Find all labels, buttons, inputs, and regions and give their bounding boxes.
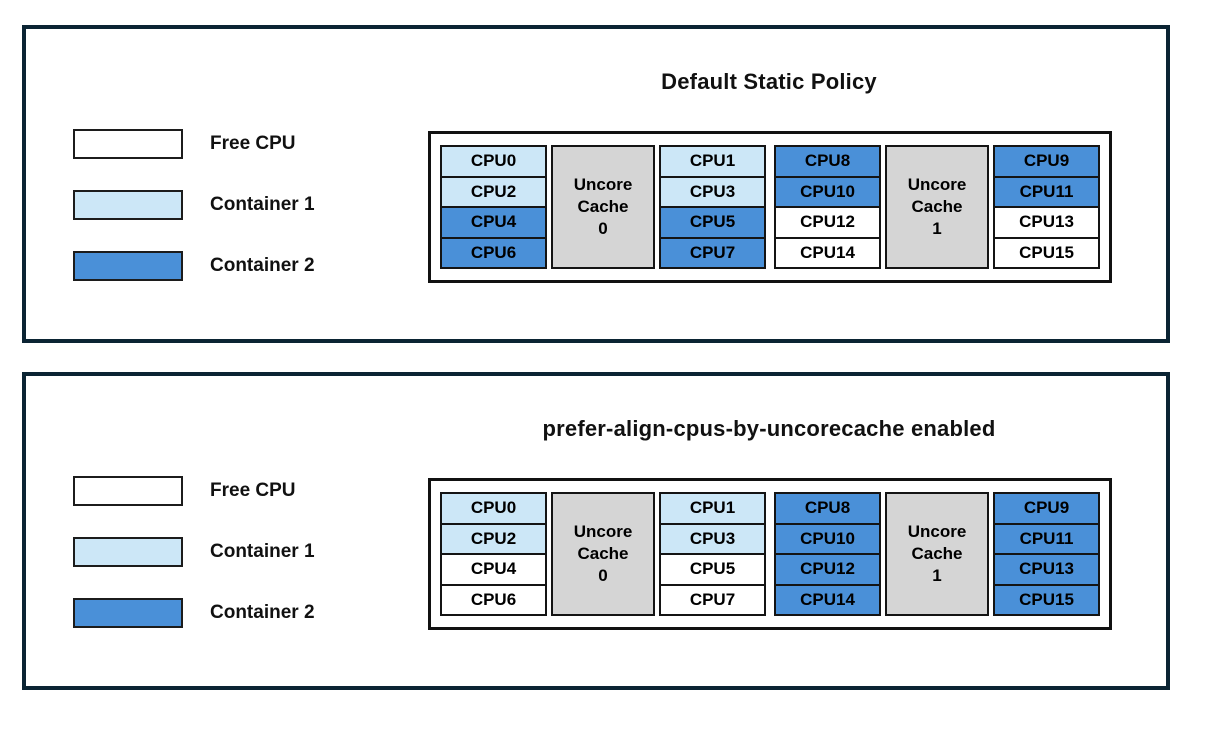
legend-swatch-free-cpu (73, 476, 183, 506)
cpu-cell: CPU4 (440, 206, 547, 239)
cpu-cell: CPU14 (774, 583, 881, 616)
cpu-cell: CPU15 (993, 583, 1100, 616)
cpu-cell: CPU7 (659, 236, 766, 269)
cpu-diagram: CPU0 CPU2 CPU4 CPU6 Uncore Cache 0 CPU1 … (428, 131, 1112, 283)
legend-swatch-container-1 (73, 190, 183, 220)
cpu-cell: CPU0 (440, 492, 547, 525)
cpu-cell: CPU10 (774, 175, 881, 208)
cpu-column-right: CPU1 CPU3 CPU5 CPU7 (659, 492, 766, 616)
cpu-cell: CPU3 (659, 522, 766, 555)
cpu-cell: CPU1 (659, 145, 766, 178)
uncore-cache-group-0: CPU0 CPU2 CPU4 CPU6 Uncore Cache 0 CPU1 … (440, 145, 766, 269)
cpu-cell: CPU11 (993, 175, 1100, 208)
policy-panel-default-static: Default Static Policy Free CPU Container… (22, 25, 1170, 343)
legend-swatch-free-cpu (73, 129, 183, 159)
uncore-cache-0-box: Uncore Cache 0 (551, 145, 655, 269)
legend-item: Container 1 (73, 190, 315, 220)
cpu-diagram: CPU0 CPU2 CPU4 CPU6 Uncore Cache 0 CPU1 … (428, 478, 1112, 630)
cpu-column-right: CPU9 CPU11 CPU13 CPU15 (993, 492, 1100, 616)
legend-label: Free CPU (210, 480, 296, 501)
policy-panel-prefer-align-uncorecache: prefer-align-cpus-by-uncorecache enabled… (22, 372, 1170, 690)
cpu-column-right: CPU9 CPU11 CPU13 CPU15 (993, 145, 1100, 269)
cpu-cell: CPU8 (774, 492, 881, 525)
cpu-cell: CPU5 (659, 206, 766, 239)
cpu-cell: CPU6 (440, 583, 547, 616)
legend-swatch-container-2 (73, 251, 183, 281)
cpu-cell: CPU5 (659, 553, 766, 586)
uncore-cache-group-0: CPU0 CPU2 CPU4 CPU6 Uncore Cache 0 CPU1 … (440, 492, 766, 616)
uncore-cache-0-box: Uncore Cache 0 (551, 492, 655, 616)
legend-label: Free CPU (210, 133, 296, 154)
legend-item: Container 1 (73, 537, 315, 567)
legend-label: Container 2 (210, 255, 315, 276)
cpu-cell: CPU3 (659, 175, 766, 208)
legend-item: Container 2 (73, 251, 315, 281)
cpu-cell: CPU12 (774, 553, 881, 586)
cpu-cell: CPU13 (993, 206, 1100, 239)
legend-item: Container 2 (73, 598, 315, 628)
cpu-cell: CPU2 (440, 522, 547, 555)
cpu-cell: CPU8 (774, 145, 881, 178)
cpu-cell: CPU1 (659, 492, 766, 525)
cpu-column-left: CPU8 CPU10 CPU12 CPU14 (774, 145, 881, 269)
panel-title: Default Static Policy (661, 69, 877, 94)
legend-swatch-container-1 (73, 537, 183, 567)
legend-label: Container 1 (210, 541, 315, 562)
cpu-column-left: CPU0 CPU2 CPU4 CPU6 (440, 145, 547, 269)
cpu-column-left: CPU0 CPU2 CPU4 CPU6 (440, 492, 547, 616)
legend-label: Container 1 (210, 194, 315, 215)
legend-item: Free CPU (73, 129, 315, 159)
legend: Free CPU Container 1 Container 2 (73, 476, 315, 659)
cpu-cell: CPU11 (993, 522, 1100, 555)
cpu-cell: CPU10 (774, 522, 881, 555)
cpu-cell: CPU14 (774, 236, 881, 269)
uncore-cache-group-1: CPU8 CPU10 CPU12 CPU14 Uncore Cache 1 CP… (774, 492, 1100, 616)
cpu-cell: CPU4 (440, 553, 547, 586)
legend-swatch-container-2 (73, 598, 183, 628)
panel-title: prefer-align-cpus-by-uncorecache enabled (542, 416, 996, 441)
legend-label: Container 2 (210, 602, 315, 623)
cpu-cell: CPU13 (993, 553, 1100, 586)
legend-item: Free CPU (73, 476, 315, 506)
uncore-cache-1-box: Uncore Cache 1 (885, 492, 989, 616)
uncore-cache-1-box: Uncore Cache 1 (885, 145, 989, 269)
cpu-column-right: CPU1 CPU3 CPU5 CPU7 (659, 145, 766, 269)
cpu-cell: CPU7 (659, 583, 766, 616)
cpu-cell: CPU0 (440, 145, 547, 178)
cpu-cell: CPU6 (440, 236, 547, 269)
cpu-cell: CPU9 (993, 145, 1100, 178)
cpu-cell: CPU2 (440, 175, 547, 208)
cpu-cell: CPU15 (993, 236, 1100, 269)
cpu-cell: CPU12 (774, 206, 881, 239)
cpu-cell: CPU9 (993, 492, 1100, 525)
uncore-cache-group-1: CPU8 CPU10 CPU12 CPU14 Uncore Cache 1 CP… (774, 145, 1100, 269)
legend: Free CPU Container 1 Container 2 (73, 129, 315, 312)
cpu-column-left: CPU8 CPU10 CPU12 CPU14 (774, 492, 881, 616)
